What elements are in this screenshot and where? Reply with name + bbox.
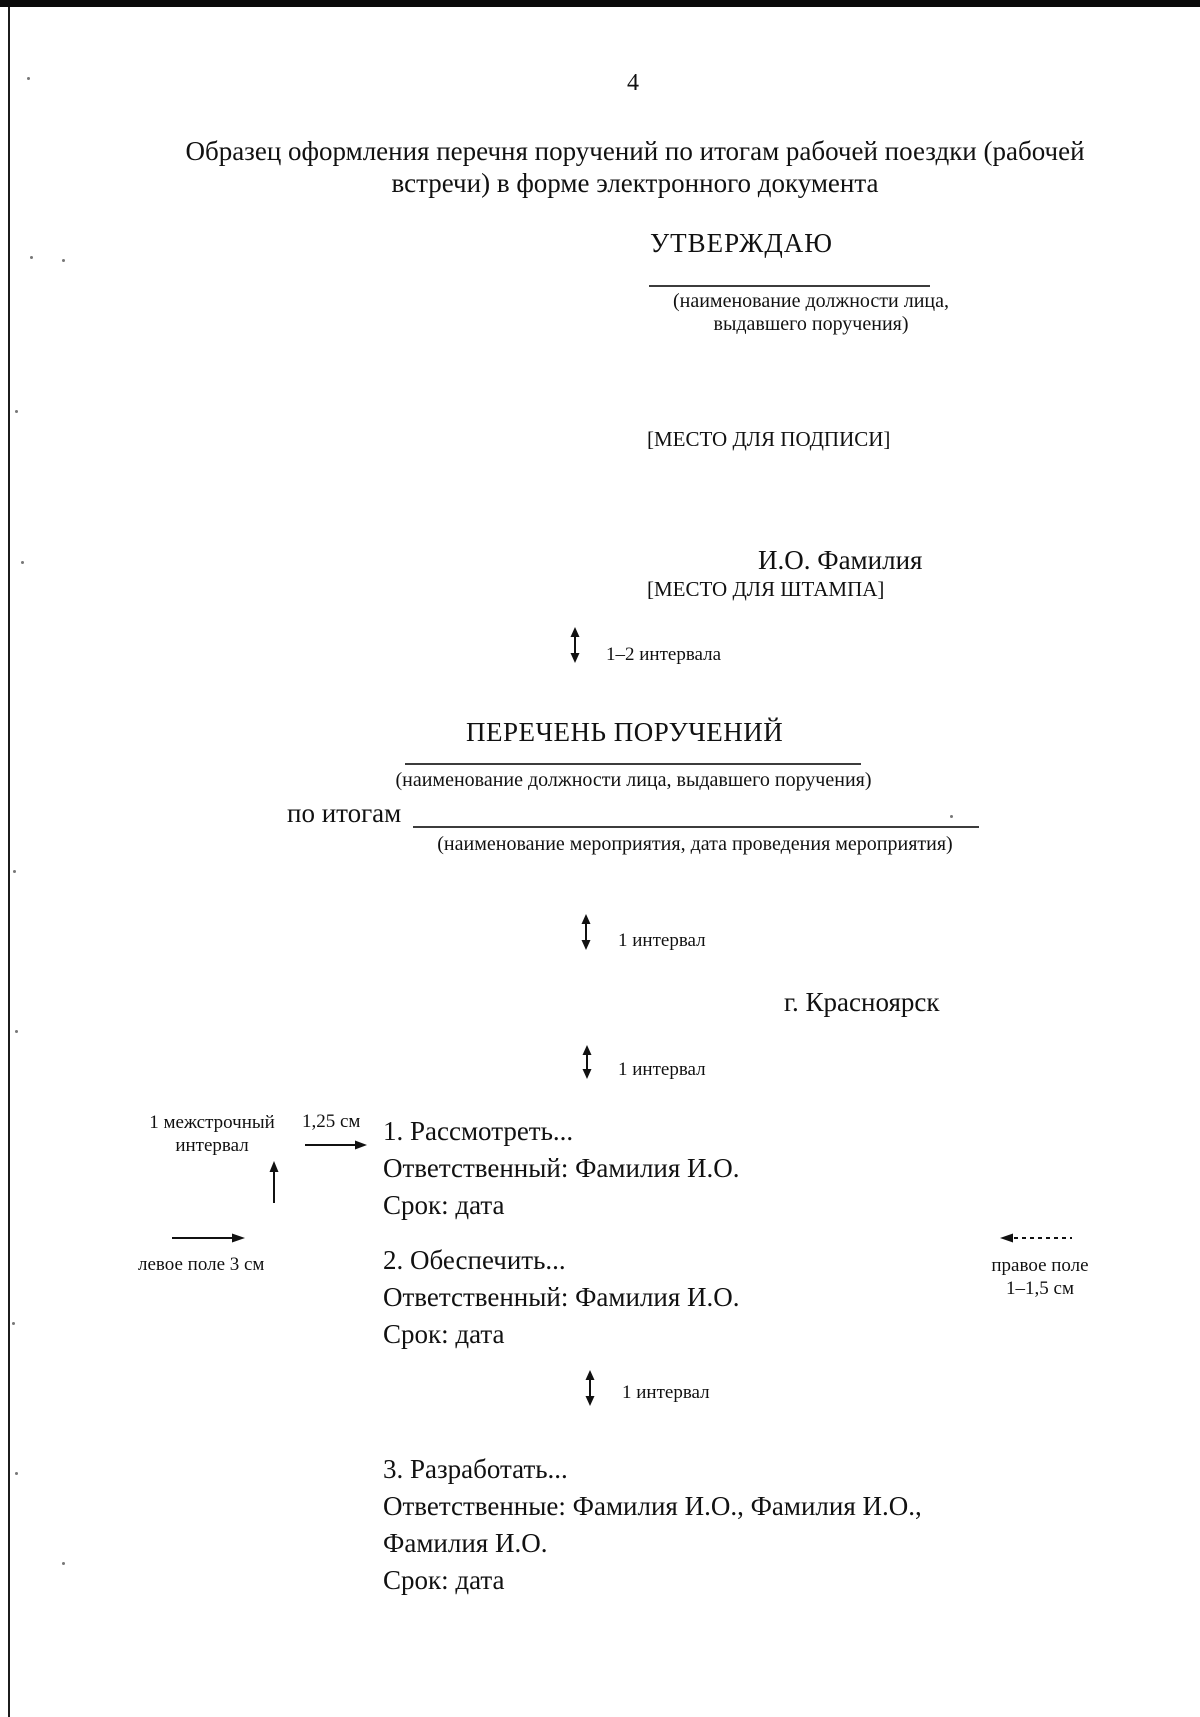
scan-edge-top — [0, 0, 1200, 7]
item-3-line1: 3. Разработать... — [383, 1454, 568, 1484]
item-3-line2: Ответственные: Фамилия И.О., Фамилия И.О… — [383, 1491, 922, 1521]
list-heading: ПЕРЕЧЕНЬ ПОРУЧЕНИЙ — [466, 717, 784, 747]
interval-1-2-label: 1–2 интервала — [606, 644, 722, 665]
scan-speck — [62, 1562, 65, 1565]
event-caption: (наименование мероприятия, дата проведен… — [437, 833, 953, 855]
interval-1-label: 1 интервал — [618, 930, 706, 951]
approval-caption: (наименование должности лица, выдавшего … — [661, 290, 961, 336]
stamp-placeholder: [МЕСТО ДЛЯ ШТАМПА] — [647, 577, 885, 601]
item-2-line1: 2. Обеспечить... — [383, 1245, 566, 1275]
approval-caption-line1: (наименование должности лица, — [672, 290, 949, 312]
instruction-item: 1. Рассмотреть... Ответственный: Фамилия… — [383, 1113, 740, 1224]
item-1-line2: Ответственный: Фамилия И.О. — [383, 1153, 740, 1183]
scan-speck — [21, 561, 24, 564]
line-spacing-note-line1: 1 межстрочный — [149, 1112, 275, 1133]
line-spacing-note: 1 межстрочный интервал — [138, 1111, 286, 1157]
vertical-double-arrow-icon — [570, 627, 580, 663]
scan-speck — [62, 259, 65, 262]
approval-caption-line2: выдавшего поручения) — [713, 313, 909, 335]
document-title: Образец оформления перечня поручений по … — [140, 135, 1130, 199]
scan-speck — [13, 870, 16, 873]
item-3-line4: Срок: дата — [383, 1565, 505, 1595]
po-itogam-label: по итогам — [287, 798, 402, 828]
page-number: 4 — [627, 70, 639, 96]
approval-word: УТВЕРЖДАЮ — [650, 228, 834, 258]
approver-name: И.О. Фамилия — [758, 545, 923, 575]
right-margin-note-line2: 1–1,5 см — [1006, 1278, 1074, 1299]
item-1-line1: 1. Рассмотреть... — [383, 1116, 574, 1146]
vertical-double-arrow-icon — [582, 1045, 592, 1079]
right-margin-note: правое поле 1–1,5 см — [970, 1254, 1110, 1300]
city-label: г. Красноярск — [784, 987, 940, 1017]
item-2-line2: Ответственный: Фамилия И.О. — [383, 1282, 740, 1312]
vertical-double-arrow-icon — [585, 1370, 595, 1406]
indent-label: 1,25 см — [302, 1111, 361, 1132]
instruction-item: 2. Обеспечить... Ответственный: Фамилия … — [383, 1242, 740, 1353]
right-arrow-icon — [172, 1233, 245, 1243]
item-1-line3: Срок: дата — [383, 1190, 505, 1220]
scan-speck — [12, 1322, 15, 1325]
heading-underline — [405, 731, 861, 765]
vertical-double-arrow-icon — [581, 914, 591, 950]
line-spacing-note-line2: интервал — [175, 1135, 249, 1156]
left-arrow-icon — [1000, 1233, 1072, 1243]
scan-speck — [15, 1030, 18, 1033]
item-3-line3: Фамилия И.О. — [383, 1528, 548, 1558]
document-title-line1: Образец оформления перечня поручений по … — [185, 136, 1085, 166]
instruction-item: 3. Разработать... Ответственные: Фамилия… — [383, 1451, 922, 1599]
document-title-line2: встречи) в форме электронного документа — [391, 168, 879, 198]
scan-speck — [15, 1472, 18, 1475]
interval-1-label: 1 интервал — [618, 1059, 706, 1080]
approval-signature-line — [649, 253, 930, 287]
heading-caption: (наименование должности лица, выдавшего … — [395, 769, 872, 791]
right-margin-note-line1: правое поле — [991, 1255, 1089, 1276]
event-underline — [413, 794, 979, 828]
scan-speck — [30, 256, 33, 259]
scan-speck — [15, 410, 18, 413]
signature-placeholder: [МЕСТО ДЛЯ ПОДПИСИ] — [647, 427, 891, 451]
item-2-line3: Срок: дата — [383, 1319, 505, 1349]
scan-speck — [27, 77, 30, 80]
scan-speck — [950, 815, 953, 818]
up-arrow-icon — [269, 1161, 279, 1203]
interval-1-label: 1 интервал — [622, 1382, 710, 1403]
scan-edge-left — [8, 7, 10, 1717]
left-margin-label: левое поле 3 см — [138, 1254, 265, 1275]
right-arrow-icon — [305, 1140, 367, 1150]
